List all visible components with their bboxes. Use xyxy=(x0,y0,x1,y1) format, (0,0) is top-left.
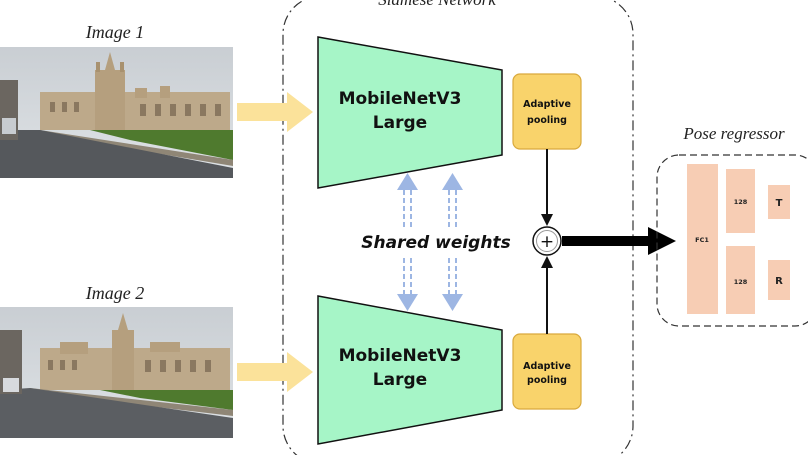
adaptive-pooling-1 xyxy=(512,73,582,150)
pose-regressor-frame xyxy=(656,154,808,327)
output-translation-label: T xyxy=(776,198,783,209)
encoder-1-name: MobileNetV3 xyxy=(339,89,462,109)
image-2-label: Image 2 xyxy=(85,283,144,303)
output-rotation-label: R xyxy=(775,276,783,287)
siamese-network-frame xyxy=(282,0,634,455)
hidden-layer-top xyxy=(726,169,755,233)
encoder-2-variant: Large xyxy=(373,370,427,390)
encoder-2 xyxy=(317,295,503,445)
adaptive-pooling-2-line2: pooling xyxy=(527,375,567,386)
hidden-bottom-label: 128 xyxy=(734,278,748,286)
input-arrow-1 xyxy=(237,92,313,132)
image-1-label: Image 1 xyxy=(85,22,144,42)
hidden-top-label: 128 xyxy=(734,198,748,206)
adaptive-pooling-1-line2: pooling xyxy=(527,115,567,126)
combine-node xyxy=(532,226,562,256)
output-rotation xyxy=(768,260,790,300)
fc1-label: FC1 xyxy=(695,236,709,244)
input-arrow-2 xyxy=(237,352,313,392)
adaptive-pooling-2-line1: Adaptive xyxy=(523,361,571,372)
hidden-layer-bottom xyxy=(726,246,755,314)
pooling-to-combine-arrows xyxy=(541,149,553,334)
combine-symbol: + xyxy=(540,232,554,252)
adaptive-pooling-1-line1: Adaptive xyxy=(523,99,571,110)
encoder-2-name: MobileNetV3 xyxy=(339,346,462,366)
image-1-photo xyxy=(0,47,233,178)
encoder-1-variant: Large xyxy=(373,113,427,133)
image-2-photo xyxy=(0,307,233,438)
shared-weights-arrowheads xyxy=(397,173,463,311)
shared-weights-label: Shared weights xyxy=(361,233,510,253)
siamese-network-title: Siamese Network xyxy=(378,0,496,9)
pose-regressor-title: Pose regressor xyxy=(682,124,785,143)
combine-to-regressor-arrow xyxy=(562,227,676,255)
shared-weights-arrows xyxy=(403,190,457,296)
output-translation xyxy=(768,185,790,219)
encoder-1 xyxy=(317,36,503,189)
fc1-layer xyxy=(687,164,718,314)
